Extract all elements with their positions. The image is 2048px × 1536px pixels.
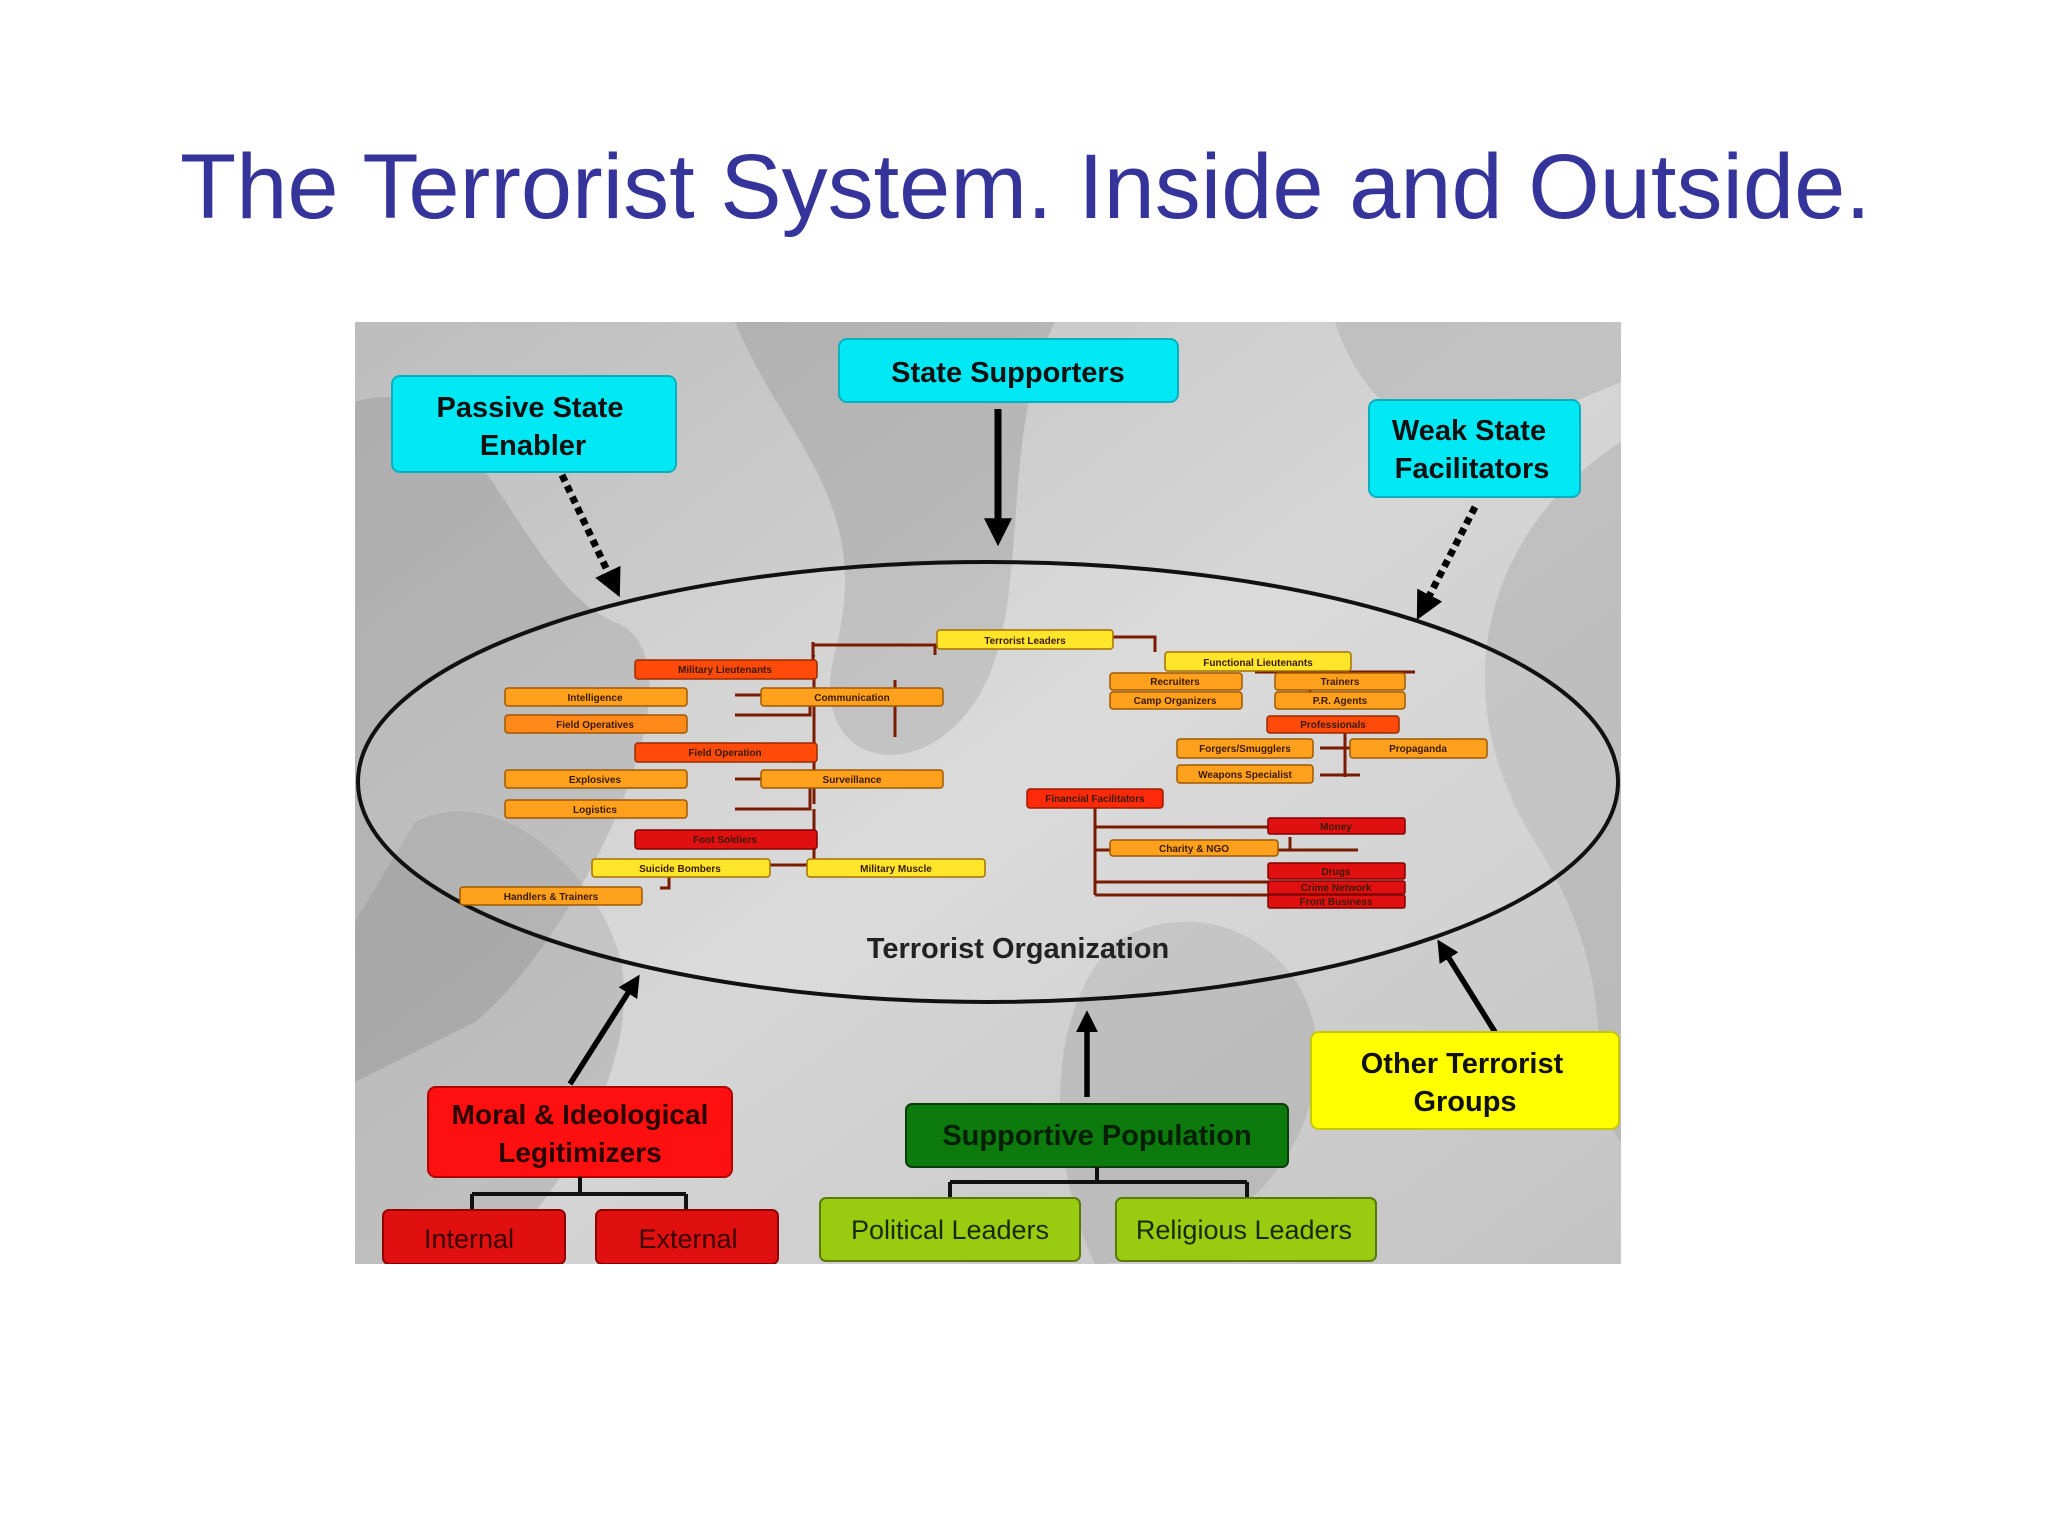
org-box-camp-organizers: Camp Organizers [1109,691,1243,710]
org-label-propaganda: Propaganda [1389,744,1447,755]
outer-arrows [558,409,1498,1097]
org-box-professionals: Professionals [1266,715,1400,734]
org-label-suicide-bombers: Suicide Bombers [639,864,721,875]
org-box-field-operatives: Field Operatives [504,714,688,734]
org-label-handlers: Handlers & Trainers [504,892,599,903]
other-groups-line2: Groups [1413,1086,1516,1118]
org-label-crime-network: Crime Network [1301,883,1372,894]
religious-leaders-label: Religious Leaders [1136,1215,1352,1245]
org-label-front-business: Front Business [1300,897,1373,908]
org-label-surveillance: Surveillance [823,775,882,786]
org-label-recruiters: Recruiters [1150,677,1200,688]
org-box-suicide-bombers: Suicide Bombers [591,858,771,878]
org-label-field-operation: Field Operation [688,748,761,759]
passive-state-line2: Enabler [480,430,586,462]
moral-line2: Legitimizers [498,1137,661,1168]
terrorist-system-diagram: State Supporters Passive State Enabler W… [355,322,1621,1265]
passive-state-line1: Passive State [436,392,623,424]
org-label-drugs: Drugs [1322,867,1351,878]
org-box-explosives: Explosives [504,769,688,789]
political-leaders-box: Political Leaders [819,1197,1081,1262]
weak-state-line2: Facilitators [1395,453,1550,485]
org-box-handlers: Handlers & Trainers [459,886,643,906]
org-box-charity: Charity & NGO [1109,839,1279,857]
org-label-trainers: Trainers [1321,677,1360,688]
org-box-trainers: Trainers [1274,672,1406,691]
org-box-military-lieutenants: Military Lieutenants [634,659,818,680]
org-chart: Terrorist Leaders Military Lieutenants I… [459,629,1488,909]
internal-label: Internal [424,1224,514,1254]
org-label-weapons: Weapons Specialist [1198,770,1292,781]
org-box-logistics: Logistics [504,799,688,819]
org-box-military-muscle: Military Muscle [806,858,986,878]
org-box-weapons: Weapons Specialist [1176,764,1314,784]
slide-title: The Terrorist System. Inside and Outside… [180,136,1871,238]
org-box-terrorist-leaders: Terrorist Leaders [936,629,1114,650]
org-label-military-lieutenants: Military Lieutenants [678,665,772,676]
other-groups-line1: Other Terrorist [1361,1048,1564,1080]
org-label-functional-lieutenants: Functional Lieutenants [1203,658,1313,669]
external-box: External [595,1209,779,1265]
org-label-field-operatives: Field Operatives [556,720,634,731]
org-label-terrorist-leaders: Terrorist Leaders [984,636,1066,647]
org-label-professionals: Professionals [1300,720,1366,731]
supportive-population-box: Supportive Population [905,1103,1289,1168]
moral-legitimizers-box: Moral & Ideological Legitimizers [427,1086,733,1178]
org-label-financial: Financial Facilitators [1045,794,1145,805]
org-box-front-business: Front Business [1267,894,1406,909]
org-box-intelligence: Intelligence [504,687,688,707]
org-label-explosives: Explosives [569,775,622,786]
political-leaders-label: Political Leaders [851,1215,1049,1245]
org-label-military-muscle: Military Muscle [860,864,932,875]
passive-state-box: Passive State Enabler [391,375,677,473]
terrorist-organization-label: Terrorist Organization [867,933,1169,965]
moral-line1: Moral & Ideological [452,1099,709,1130]
org-label-logistics: Logistics [573,805,617,816]
weak-state-box: Weak State Facilitators [1368,399,1581,498]
org-label-pr-agents: P.R. Agents [1313,696,1368,707]
weak-state-line1: Weak State [1392,415,1546,447]
org-label-camp-organizers: Camp Organizers [1134,696,1217,707]
org-box-pr-agents: P.R. Agents [1274,691,1406,710]
external-label: External [638,1224,737,1254]
org-box-drugs: Drugs [1267,862,1406,880]
org-label-money: Money [1320,822,1352,833]
internal-box: Internal [382,1209,566,1265]
org-label-intelligence: Intelligence [567,693,622,704]
org-box-communication: Communication [760,687,944,707]
org-label-forgers: Forgers/Smugglers [1199,744,1291,755]
org-box-recruiters: Recruiters [1109,672,1243,691]
org-box-financial: Financial Facilitators [1026,788,1164,809]
org-label-communication: Communication [814,693,890,704]
state-supporters-box: State Supporters [838,338,1179,403]
religious-leaders-box: Religious Leaders [1115,1197,1377,1262]
org-label-charity: Charity & NGO [1159,844,1229,855]
org-box-surveillance: Surveillance [760,769,944,789]
org-box-forgers: Forgers/Smugglers [1176,738,1314,759]
org-label-foot-soldiers: Foot Soldiers [693,835,757,846]
org-box-field-operation: Field Operation [634,742,818,763]
supportive-population-label: Supportive Population [942,1120,1251,1152]
org-box-foot-soldiers: Foot Soldiers [634,829,818,850]
state-supporters-label: State Supporters [891,357,1125,389]
org-box-money: Money [1267,817,1406,835]
other-groups-box: Other Terrorist Groups [1310,1031,1620,1130]
org-box-propaganda: Propaganda [1349,738,1488,759]
org-box-functional-lieutenants: Functional Lieutenants [1164,651,1352,672]
org-box-crime-network: Crime Network [1267,880,1406,895]
